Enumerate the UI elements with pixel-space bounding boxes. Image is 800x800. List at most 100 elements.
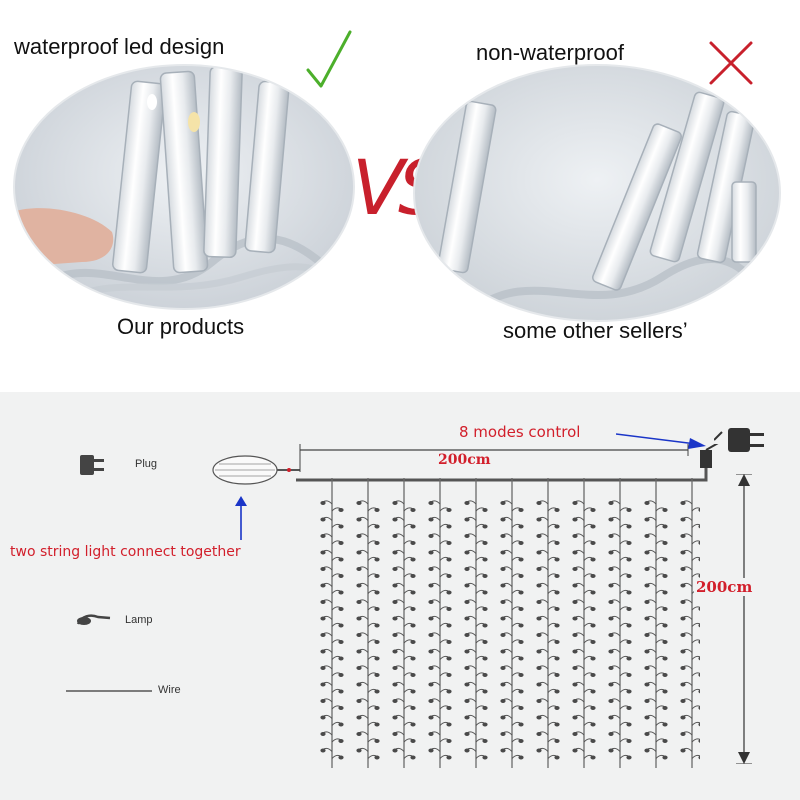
lamp-icon <box>76 614 111 625</box>
lamp <box>536 682 542 687</box>
lamp <box>446 607 452 611</box>
lamp <box>626 640 632 644</box>
lamp <box>500 600 506 604</box>
lamp <box>464 600 470 604</box>
lamp <box>662 541 668 545</box>
lamp <box>608 567 614 571</box>
lamp <box>482 590 488 595</box>
lamp <box>374 508 380 512</box>
lamp <box>518 508 524 512</box>
lamp <box>644 732 650 736</box>
lamp <box>464 534 470 538</box>
top-wire <box>296 444 719 482</box>
legend-plug-label: Plug <box>135 458 158 470</box>
lamp <box>338 574 344 578</box>
lamp <box>464 682 470 687</box>
lamp <box>374 574 380 578</box>
lamp <box>626 524 632 529</box>
lamp <box>428 699 434 703</box>
left-heading: waterproof led design <box>14 34 225 59</box>
lamp <box>590 607 596 611</box>
lamp <box>662 623 668 628</box>
strand <box>644 478 668 768</box>
lamp <box>320 534 326 538</box>
lamp <box>662 574 668 578</box>
lamp <box>680 748 686 753</box>
lamp <box>608 748 614 753</box>
lamp <box>428 633 434 637</box>
lamp <box>572 732 578 736</box>
lamp <box>500 748 506 753</box>
lamp <box>518 524 524 529</box>
lamp <box>590 689 596 694</box>
lamp <box>392 633 398 637</box>
lamp <box>356 633 362 637</box>
lamp <box>590 656 596 661</box>
lamp <box>482 689 488 694</box>
lamp <box>536 649 542 654</box>
lamp <box>626 508 632 512</box>
lamp <box>338 590 344 595</box>
lamp <box>626 607 632 611</box>
lamp <box>392 649 398 654</box>
lamp <box>338 722 344 727</box>
lamp <box>446 739 452 743</box>
lamp <box>374 656 380 661</box>
lamp <box>680 682 686 687</box>
lamp <box>662 673 668 677</box>
lamp <box>536 517 542 522</box>
lamp <box>374 607 380 611</box>
lamp <box>698 722 700 727</box>
lamp <box>320 550 326 555</box>
lamp <box>410 590 416 595</box>
lamp <box>410 640 416 644</box>
lamp <box>356 732 362 736</box>
lamp <box>626 689 632 694</box>
lamp <box>680 732 686 736</box>
lamp <box>698 557 700 562</box>
lamp <box>374 689 380 694</box>
lamp <box>680 715 686 720</box>
lamp <box>572 715 578 720</box>
lamp <box>572 583 578 588</box>
right-caption: some other sellers’ <box>503 318 688 343</box>
lamp <box>554 524 560 529</box>
lamp <box>428 748 434 753</box>
lamp <box>644 517 650 522</box>
lamp <box>698 755 700 760</box>
lamp <box>662 722 668 727</box>
lamp <box>698 673 700 677</box>
lamp <box>626 656 632 661</box>
lamp <box>446 574 452 578</box>
lamp <box>698 706 700 710</box>
lamp <box>518 640 524 644</box>
lamp <box>428 715 434 720</box>
lamp <box>554 557 560 562</box>
lamp <box>392 550 398 555</box>
legend-wire-label: Wire <box>158 684 181 696</box>
lamp <box>410 508 416 512</box>
lamp <box>680 550 686 555</box>
lamp <box>320 682 326 687</box>
lamp <box>428 567 434 571</box>
lamp-lead <box>691 573 700 578</box>
left-caption: Our products <box>117 314 245 339</box>
lamp <box>320 616 326 621</box>
lamp <box>446 755 452 760</box>
lamp <box>356 567 362 571</box>
lamp <box>410 689 416 694</box>
lamp <box>590 755 596 760</box>
legend-lamp-label: Lamp <box>125 614 153 626</box>
lamp <box>338 557 344 562</box>
lamp <box>608 699 614 703</box>
lamp-lead <box>691 655 700 660</box>
lamp <box>482 673 488 677</box>
lamp <box>572 567 578 571</box>
lamp <box>500 534 506 538</box>
lamp <box>680 583 686 588</box>
height-dimension-arrow <box>736 474 752 764</box>
lamp <box>320 699 326 703</box>
lamp-lead <box>691 606 700 611</box>
lamp <box>338 508 344 512</box>
lamp <box>446 524 452 529</box>
